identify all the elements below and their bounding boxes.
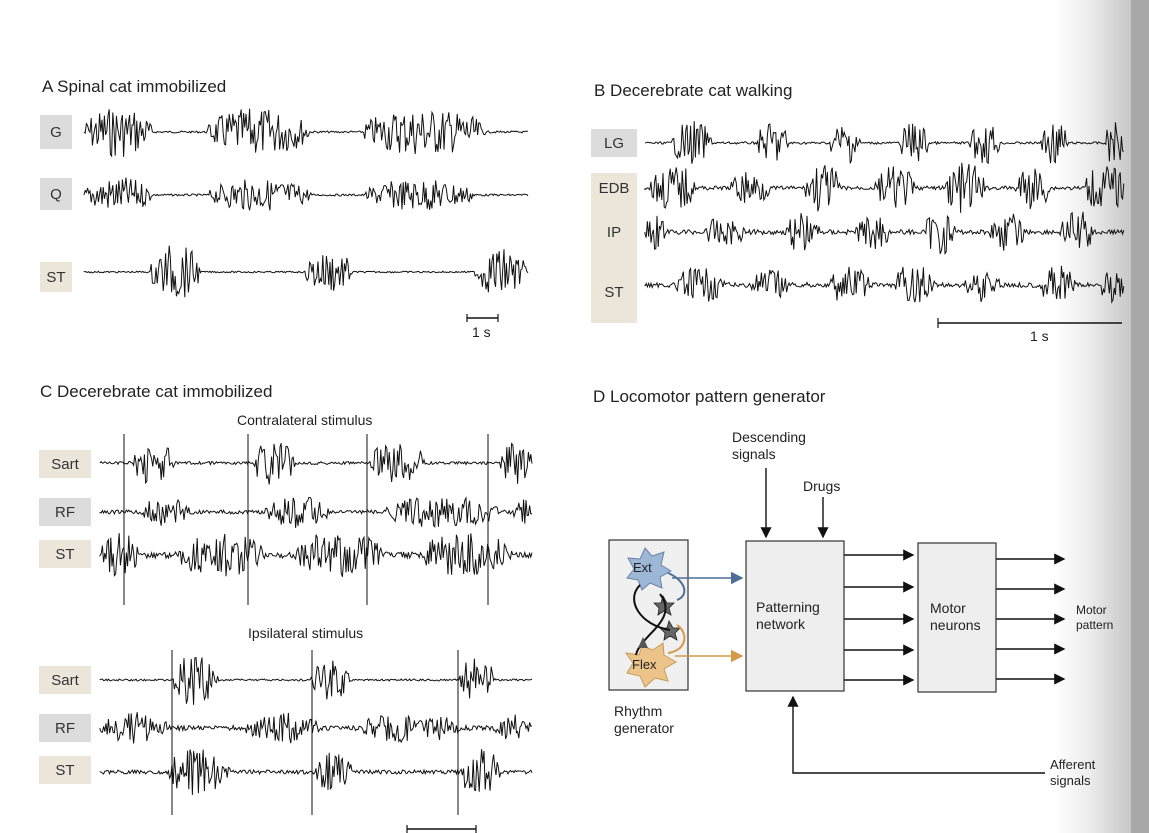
- flex-neuron: [624, 642, 677, 688]
- trace-a-q: [83, 177, 529, 211]
- label-b-edb: EDB: [591, 173, 637, 203]
- scale-b-label: 1 s: [1030, 328, 1049, 344]
- motor-pattern-label: Motor pattern: [1076, 603, 1114, 632]
- patterning-network-label: Patterning network: [756, 599, 820, 632]
- trace-b-edb: [644, 162, 1125, 213]
- trace-b-lg: [644, 121, 1124, 165]
- interneuron-1: [653, 594, 675, 616]
- label-c-sart-bottom: Sart: [39, 666, 91, 694]
- label-c-st-bottom: ST: [39, 756, 91, 784]
- label-b-ip: IP: [591, 203, 637, 261]
- trace-a-g: [83, 108, 528, 158]
- rhythm-generator-label: Rhythm generator: [614, 703, 674, 736]
- patterning-network-box: [745, 540, 845, 692]
- label-c-st-top: ST: [39, 540, 91, 568]
- afferent-signals-label: Afferent signals: [1050, 757, 1096, 788]
- ext-neuron: [626, 547, 673, 591]
- trace-b-st: [644, 265, 1125, 304]
- label-a-q: Q: [40, 178, 72, 210]
- ipsilateral-stimulus-label: Ipsilateral stimulus: [248, 625, 364, 641]
- trace-c-st-bottom: [99, 749, 533, 795]
- page-binding-shadow: [1131, 0, 1149, 833]
- panel-a-title: A Spinal cat immobilized: [42, 77, 227, 96]
- label-b-st: ST: [591, 261, 637, 323]
- panel-b-title: B Decerebrate cat walking: [594, 81, 793, 100]
- trace-b-ip: [644, 211, 1125, 255]
- ext-label: Ext: [633, 560, 652, 575]
- motor-neurons-label: Motor neurons: [930, 600, 981, 633]
- contralateral-stimulus-label: Contralateral stimulus: [237, 412, 373, 428]
- panel-d-title: D Locomotor pattern generator: [593, 387, 826, 406]
- label-a-g: G: [40, 115, 72, 149]
- trace-c-rf-top: [99, 496, 533, 528]
- trace-c-sart-top: [99, 442, 533, 485]
- flex-label: Flex: [632, 657, 657, 672]
- drugs-label: Drugs: [803, 478, 841, 494]
- trace-c-rf-bottom: [99, 712, 533, 744]
- label-c-sart-top: Sart: [39, 450, 91, 478]
- label-c-rf-top: RF: [39, 498, 91, 526]
- motor-neurons-box: [917, 542, 997, 693]
- trace-a-st: [83, 245, 529, 298]
- label-c-rf-bottom: RF: [39, 714, 91, 742]
- trace-c-sart-bottom: [99, 656, 533, 705]
- panel-c-title: C Decerebrate cat immobilized: [40, 382, 273, 401]
- label-b-lg: LG: [591, 129, 637, 157]
- descending-signals-label: Descending signals: [732, 429, 806, 462]
- trace-c-st-top: [99, 533, 533, 577]
- label-a-st: ST: [40, 262, 72, 292]
- scale-a-label: 1 s: [472, 324, 491, 340]
